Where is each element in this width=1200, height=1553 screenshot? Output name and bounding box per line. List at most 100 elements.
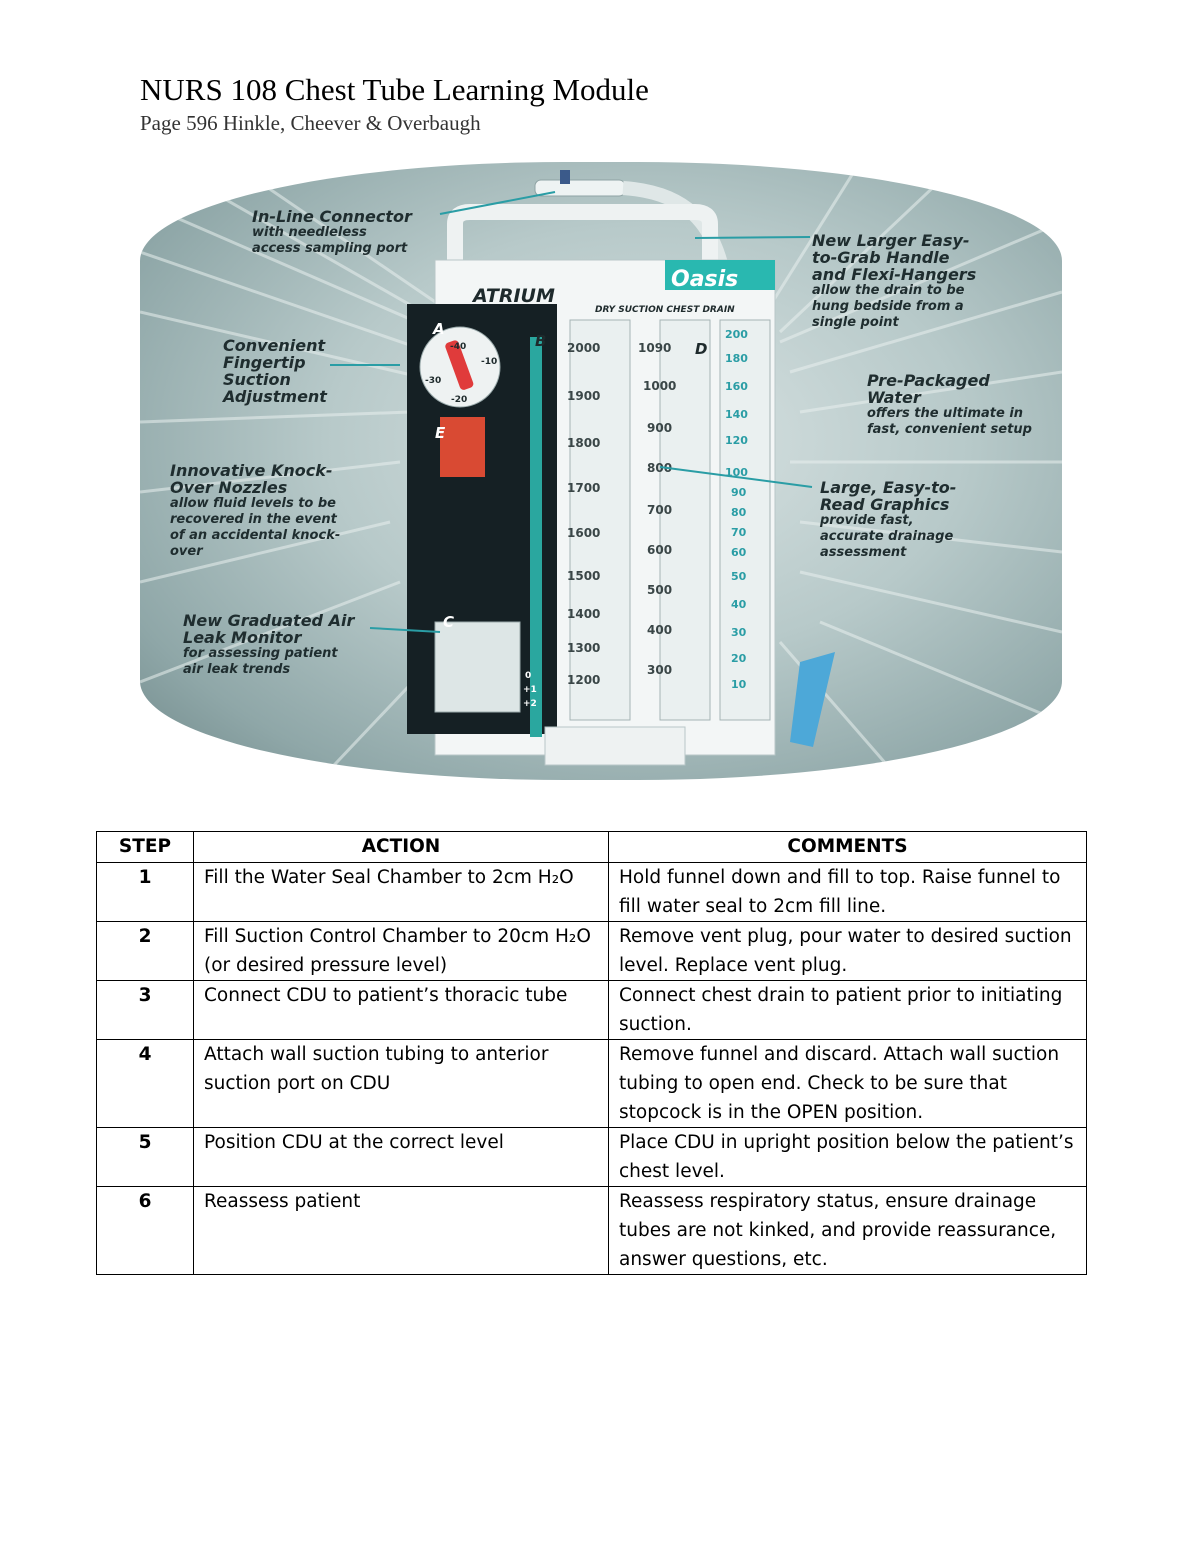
callout-large-graphics: Large, Easy-to- Read Graphics provide fa…	[820, 478, 957, 560]
bellows-window	[440, 417, 485, 477]
steps-table: STEP ACTION COMMENTS 1 Fill the Water Se…	[96, 831, 1087, 1275]
leak-scale-label: 0	[525, 671, 531, 681]
atrium-oasis-drain-device: ATRIUM Oasis DRY SUCTION CHEST DRAIN A B…	[407, 170, 835, 766]
step-number: 5	[96, 1127, 194, 1187]
table-row: 6 Reassess patient Reassess respiratory …	[96, 1186, 1087, 1275]
scale-label: 600	[647, 543, 672, 557]
sampling-port	[560, 170, 570, 184]
step-action: Fill the Water Seal Chamber to 2cm H₂O	[193, 862, 609, 922]
palm-leaf-background	[140, 162, 1062, 780]
step-action: Position CDU at the correct level	[193, 1127, 609, 1187]
scale-label: 1500	[567, 569, 600, 583]
step-number: 4	[96, 1039, 194, 1128]
letter-c: C	[443, 613, 454, 631]
dial-label: -30	[425, 376, 441, 386]
callout-fingertip-suction: Convenient Fingertip Suction Adjustment	[223, 336, 327, 406]
scale-label: 200	[725, 328, 748, 341]
scale-label: 1200	[567, 673, 600, 687]
scale-label: 180	[725, 352, 748, 365]
scale-label: 10	[731, 678, 747, 691]
oasis-banner	[665, 260, 775, 290]
handle	[447, 204, 718, 282]
scale-label: 1400	[567, 607, 600, 621]
scale-label: 90	[731, 486, 747, 499]
scale-label: 1090	[638, 341, 671, 355]
page-title: NURS 108 Chest Tube Learning Module	[140, 72, 649, 107]
column-header-action: ACTION	[193, 831, 609, 863]
scale-label: 30	[731, 626, 747, 639]
table-row: 3 Connect CDU to patient’s thoracic tube…	[96, 980, 1087, 1040]
product-sub-label: DRY SUCTION CHEST DRAIN	[595, 305, 735, 315]
step-action: Fill Suction Control Chamber to 20cm H₂O…	[193, 921, 609, 981]
leak-scale-label: +2	[523, 699, 537, 709]
step-action: Reassess patient	[193, 1186, 609, 1275]
letter-a: A	[432, 320, 445, 338]
scale-label: 500	[647, 583, 672, 597]
scale-label: 2000	[567, 341, 600, 355]
table-row: 2 Fill Suction Control Chamber to 20cm H…	[96, 921, 1087, 981]
table-row: 4 Attach wall suction tubing to anterior…	[96, 1039, 1087, 1128]
dial-indicator	[445, 340, 474, 390]
table-row: 5 Position CDU at the correct level Plac…	[96, 1127, 1087, 1187]
page-subtitle: Page 596 Hinkle, Cheever & Overbaugh	[140, 111, 481, 135]
step-action: Attach wall suction tubing to anterior s…	[193, 1039, 609, 1128]
scale-label: 140	[725, 408, 748, 421]
scale-label: 1900	[567, 389, 600, 403]
column-header-step: STEP	[96, 831, 194, 863]
step-comments: Place CDU in upright position below the …	[608, 1127, 1087, 1187]
scale-label: 80	[731, 506, 747, 519]
step-comments: Connect chest drain to patient prior to …	[608, 980, 1087, 1040]
scale-label: 120	[725, 434, 748, 447]
brand-label: ATRIUM	[471, 285, 555, 307]
scale-label: 50	[731, 570, 747, 583]
letter-b: B	[535, 332, 546, 350]
callout-leader-lines	[330, 191, 813, 633]
table-header-row: STEP ACTION COMMENTS	[96, 831, 1087, 863]
step-comments: Remove funnel and discard. Attach wall s…	[608, 1039, 1087, 1128]
scale-label: 1000	[643, 379, 676, 393]
callout-handle: New Larger Easy- to-Grab Handle and Flex…	[812, 231, 977, 330]
step-comments: Remove vent plug, pour water to desired …	[608, 921, 1087, 981]
scale-label: 400	[647, 623, 672, 637]
floor-stand	[544, 726, 686, 766]
chest-drain-figure: ATRIUM Oasis DRY SUCTION CHEST DRAIN A B…	[140, 162, 1062, 780]
step-comments: Hold funnel down and fill to top. Raise …	[608, 862, 1087, 922]
letter-e: E	[435, 424, 446, 442]
scale-label: 1600	[567, 526, 600, 540]
collection-chamber-1	[569, 319, 631, 721]
table-row: 1 Fill the Water Seal Chamber to 2cm H₂O…	[96, 862, 1087, 922]
dial-label: -40	[450, 342, 466, 352]
letter-d: D	[695, 340, 707, 358]
step-number: 1	[96, 862, 194, 922]
leak-scale-label: +1	[523, 685, 537, 695]
step-number: 3	[96, 980, 194, 1040]
scale-label: 800	[647, 461, 672, 475]
scale-label: 1300	[567, 641, 600, 655]
product-label: Oasis	[671, 267, 738, 292]
step-action: Connect CDU to patient’s thoracic tube	[193, 980, 609, 1040]
callout-prepackaged-water: Pre-Packaged Water offers the ultimate i…	[867, 371, 1032, 437]
scale-label: 300	[647, 663, 672, 677]
collection-chamber-2	[659, 319, 711, 721]
scale-label: 60	[731, 546, 747, 559]
step-number: 6	[96, 1186, 194, 1275]
scale-label: 1700	[567, 481, 600, 495]
scale-label: 70	[731, 526, 747, 539]
water-seal-column	[530, 337, 542, 737]
flexi-hanger	[790, 652, 835, 747]
air-leak-monitor	[434, 621, 521, 713]
scale-label: 20	[731, 652, 747, 665]
callout-air-leak-monitor: New Graduated Air Leak Monitor for asses…	[183, 611, 355, 677]
scale-label: 1800	[567, 436, 600, 450]
callout-knockover-nozzles: Innovative Knock- Over Nozzles allow flu…	[170, 461, 341, 559]
dial-label: -20	[451, 395, 467, 405]
scale-label: 700	[647, 503, 672, 517]
step-number: 2	[96, 921, 194, 981]
collection-chamber-3	[719, 319, 771, 721]
callout-inline-connector: In-Line Connector with needleless access…	[252, 207, 412, 256]
scale-label: 40	[731, 598, 747, 611]
scale-label: 160	[725, 380, 748, 393]
dial-label: -10	[481, 357, 497, 367]
step-comments: Reassess respiratory status, ensure drai…	[608, 1186, 1087, 1275]
column-header-comments: COMMENTS	[608, 831, 1087, 863]
